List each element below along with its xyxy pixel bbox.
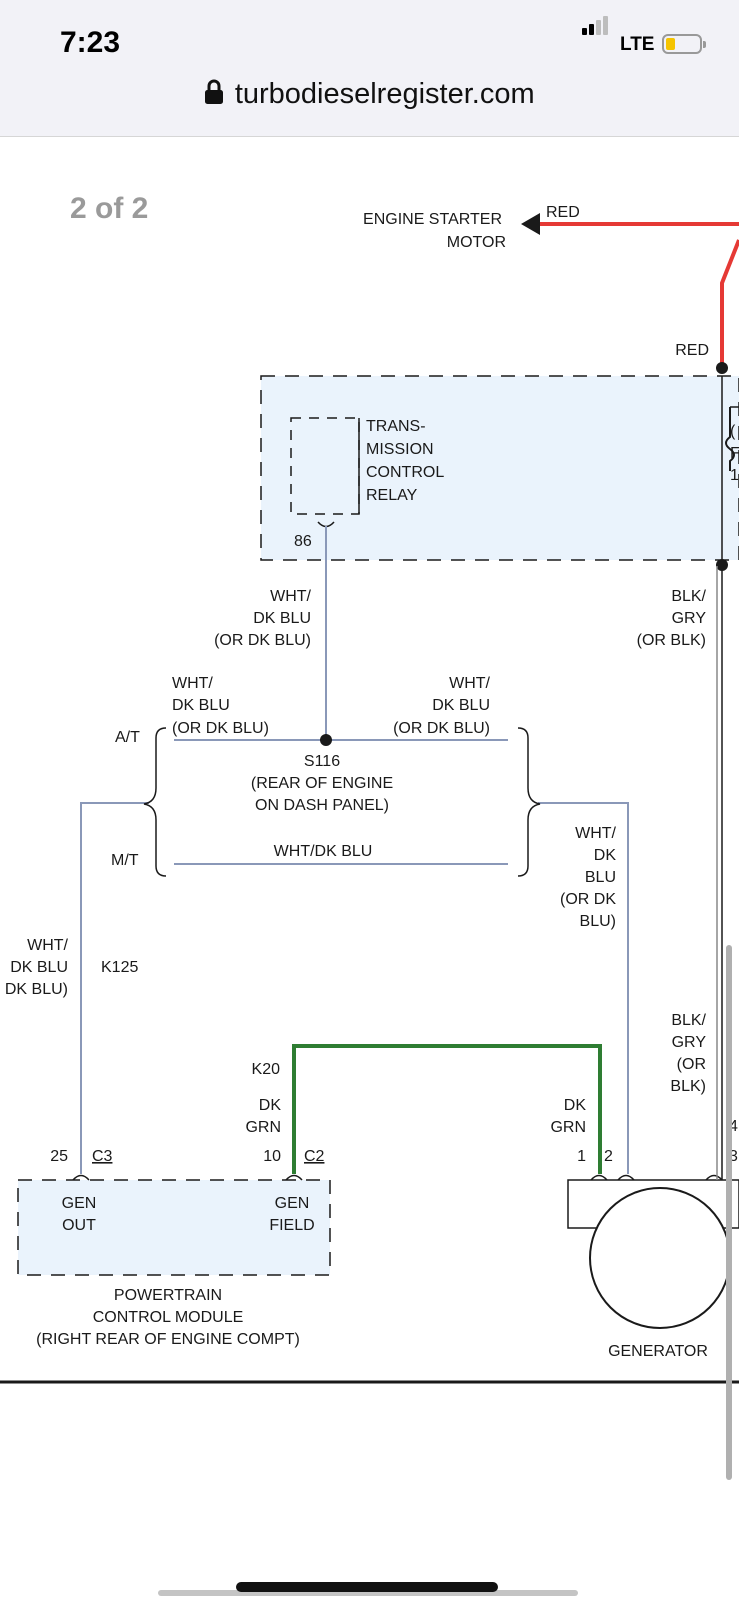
right-brace bbox=[517, 727, 541, 877]
at-left-wire-line1-text: WHT/ bbox=[172, 675, 213, 692]
generator-pin-3-text: 3 bbox=[729, 1148, 738, 1165]
relay-wire-line2-text: DK BLU bbox=[253, 610, 311, 627]
dk-grn-right-line2-text: GRN bbox=[550, 1119, 586, 1136]
at-right-wire-line2-text: DK BLU bbox=[432, 697, 490, 714]
dk-grn-right-line1-text: DK bbox=[564, 1097, 587, 1114]
pcm-gen-field-2-text: FIELD bbox=[269, 1217, 314, 1234]
pcm-gen-out-2-text: OUT bbox=[62, 1217, 96, 1234]
generator-pin-2-text: 2 bbox=[604, 1148, 613, 1165]
edge-labels-c-text: 1 bbox=[730, 467, 739, 484]
at-right-wire-line1-text: WHT/ bbox=[449, 675, 490, 692]
red-label-top: RED bbox=[546, 204, 580, 221]
at-right-wire-line3-text: (OR DK BLU) bbox=[393, 720, 490, 737]
pcm-pin-10-text: 10 bbox=[263, 1148, 281, 1165]
battery-icon bbox=[662, 34, 706, 54]
lock-icon bbox=[204, 79, 224, 110]
generator-circle bbox=[589, 1187, 731, 1329]
k125-label: K125 bbox=[101, 959, 138, 976]
pcm-conn-c2-text: C2 bbox=[304, 1148, 325, 1165]
blk-gry-lower-line3-text: (OR bbox=[677, 1056, 706, 1073]
mt-label: M/T bbox=[111, 852, 139, 869]
red-label-mid: RED bbox=[675, 342, 709, 359]
relay-wire-line1-text: WHT/ bbox=[270, 588, 311, 605]
blk-gry-lower-line1-text: BLK/ bbox=[671, 1012, 706, 1029]
vertical-scrollbar[interactable] bbox=[726, 945, 732, 1480]
dk-grn-left-line2-text: GRN bbox=[245, 1119, 281, 1136]
generator-pin-1-text: 1 bbox=[577, 1148, 586, 1165]
address-bar[interactable]: turbodieselregister.com bbox=[0, 78, 739, 111]
pcm-name-3-text: (RIGHT REAR OF ENGINE COMPT) bbox=[36, 1331, 300, 1348]
left-wire-line1-text: WHT/ bbox=[27, 937, 68, 954]
pcm-gen-field-1-text: GEN bbox=[275, 1195, 310, 1212]
home-indicator[interactable] bbox=[236, 1582, 498, 1592]
blk-gry-upper-line1-text: BLK/ bbox=[671, 588, 706, 605]
pcm-name-2-text: CONTROL MODULE bbox=[93, 1309, 244, 1326]
relay-line1-text: TRANS- bbox=[366, 418, 426, 435]
right-wire-line1-text: WHT/ bbox=[575, 825, 616, 842]
k20-label: K20 bbox=[252, 1061, 281, 1078]
blk-gry-lower-line4-text: BLK) bbox=[670, 1078, 706, 1095]
splice-line3-text: ON DASH PANEL) bbox=[255, 797, 389, 814]
status-time: 7:23 bbox=[60, 26, 121, 59]
splice-line2-text: (REAR OF ENGINE bbox=[251, 775, 393, 792]
starter-label-2: MOTOR bbox=[447, 234, 506, 251]
left-brace bbox=[143, 727, 167, 877]
blk-gry-upper-line2-text: GRY bbox=[672, 610, 707, 627]
blk-gry-lower-line2-text: GRY bbox=[672, 1034, 707, 1051]
horizontal-scroll-indicator[interactable] bbox=[158, 1590, 578, 1596]
relay-line2-text: MISSION bbox=[366, 441, 434, 458]
green-wire bbox=[292, 1044, 602, 1174]
relay-pin-86: 86 bbox=[294, 533, 312, 550]
network-type: LTE bbox=[620, 34, 655, 55]
relay-line3-text: CONTROL bbox=[366, 464, 444, 481]
arrow-icon bbox=[521, 213, 540, 235]
blk-gry-upper-line3-text: (OR BLK) bbox=[637, 632, 706, 649]
right-wire-line3-text: BLU bbox=[585, 869, 616, 886]
right-wire-line2-text: DK bbox=[594, 847, 617, 864]
edge-labels-a-text: ( bbox=[730, 423, 736, 440]
relay-module-box bbox=[260, 375, 739, 561]
splice-line1-text: S116 bbox=[304, 753, 340, 770]
relay-line4-text: RELAY bbox=[366, 487, 418, 504]
dk-grn-left-line1-text: DK bbox=[259, 1097, 282, 1114]
generator-pin-4-text: 4 bbox=[729, 1118, 738, 1135]
at-left-wire-line2-text: DK BLU bbox=[172, 697, 230, 714]
pcm-gen-out-1-text: GEN bbox=[62, 1195, 97, 1212]
pcm-name-1-text: POWERTRAIN bbox=[114, 1287, 222, 1304]
relay-wire-line3-text: (OR DK BLU) bbox=[214, 632, 311, 649]
pcm-pin-25-text: 25 bbox=[50, 1148, 68, 1165]
splice-s116 bbox=[320, 734, 332, 746]
fuse-icon bbox=[725, 407, 735, 471]
left-wire-line3-text: DK BLU) bbox=[5, 981, 68, 998]
pcm-conn-c3-text: C3 bbox=[92, 1148, 113, 1165]
url-text: turbodieselregister.com bbox=[234, 78, 535, 110]
left-wire-line2-text: DK BLU bbox=[10, 959, 68, 976]
at-label: A/T bbox=[115, 729, 140, 746]
right-wire-line5-text: BLU) bbox=[580, 913, 616, 930]
at-left-wire-line3-text: (OR DK BLU) bbox=[172, 720, 269, 737]
right-wire-line4-text: (OR DK bbox=[560, 891, 616, 908]
starter-label-1: ENGINE STARTER bbox=[363, 211, 502, 228]
page-counter: 2 of 2 bbox=[70, 192, 149, 225]
generator-name-text: GENERATOR bbox=[608, 1343, 708, 1360]
pcm-box bbox=[17, 1179, 331, 1276]
edge-labels-b-text: F bbox=[730, 445, 739, 462]
browser-chrome: 7:23 LTE turbodieselregister.com bbox=[0, 0, 739, 137]
mt-wire-text: WHT/DK BLU bbox=[274, 843, 373, 860]
